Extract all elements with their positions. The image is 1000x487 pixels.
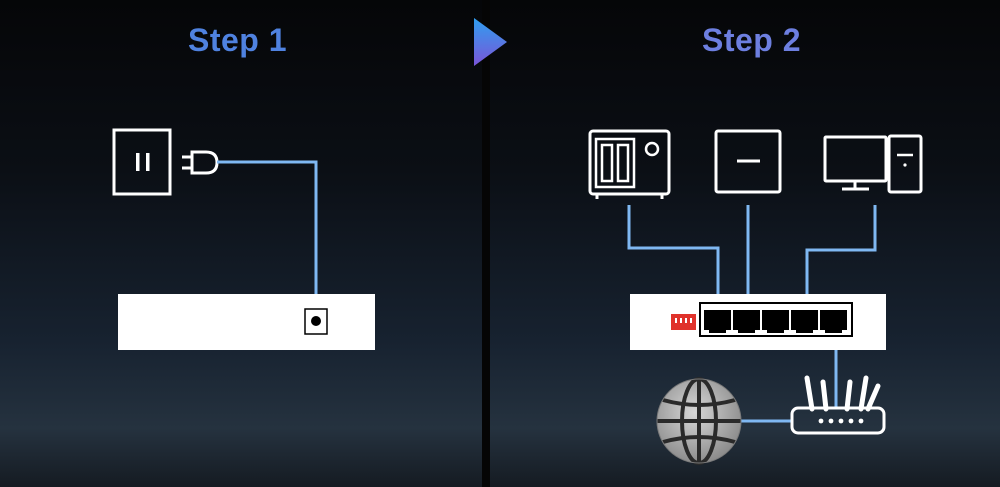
desktop-computer-icon	[823, 134, 923, 194]
ethernet-port	[820, 310, 847, 333]
dip-switch	[671, 314, 696, 330]
ethernet-ports	[704, 310, 847, 333]
play-arrow-icon	[474, 18, 507, 66]
step2-panel	[490, 0, 1000, 487]
cable-computer	[805, 205, 877, 316]
wall-outlet-icon	[112, 128, 172, 196]
switch-step2	[630, 294, 886, 350]
power-plug-icon	[182, 150, 219, 175]
step1-title: Step 1	[188, 22, 288, 58]
panel-divider	[482, 0, 490, 487]
nas-icon	[588, 129, 671, 199]
ethernet-port	[791, 310, 818, 333]
step2-title: Step 2	[702, 22, 802, 58]
cable-nas	[627, 205, 720, 316]
globe-icon	[656, 377, 742, 465]
router-icon	[790, 375, 886, 435]
switch-step1	[118, 294, 375, 350]
ethernet-port	[704, 310, 731, 333]
ethernet-port	[762, 310, 789, 333]
ethernet-port	[733, 310, 760, 333]
step1-panel	[0, 0, 482, 487]
device-box-icon	[714, 129, 782, 194]
power-cable	[217, 160, 318, 315]
